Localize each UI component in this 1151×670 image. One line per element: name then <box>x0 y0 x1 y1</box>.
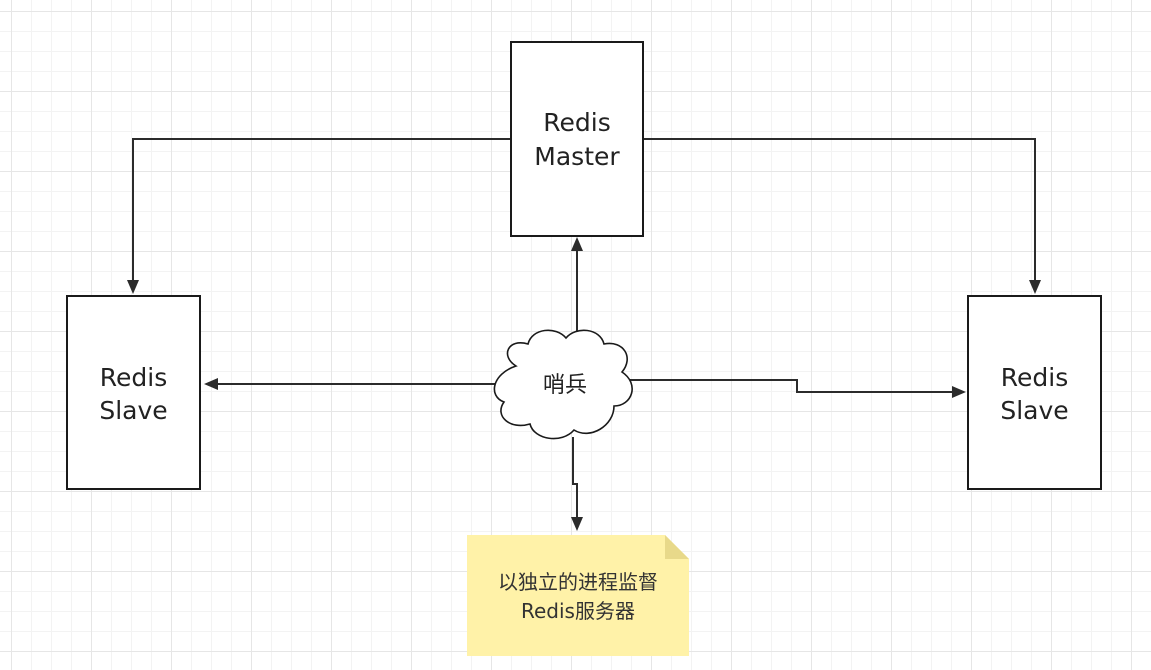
redis-slave-left-label-line1: Redis <box>100 363 167 392</box>
arrowhead-right-slave-side <box>952 386 966 398</box>
edge-sentinel-to-note <box>572 437 578 517</box>
redis-slave-left-box <box>66 295 201 490</box>
sentinel-node[interactable]: 哨兵 <box>493 329 633 440</box>
redis-slave-right-node[interactable]: Redis Slave <box>967 295 1102 490</box>
arrowhead-master-bottom <box>571 237 583 251</box>
arrowhead-left-slave-top <box>127 280 139 294</box>
redis-slave-right-label-line1: Redis <box>1001 363 1068 392</box>
redis-slave-left-node[interactable]: Redis Slave <box>66 295 201 490</box>
arrowhead-left-slave-side <box>204 378 218 390</box>
redis-master-box <box>510 41 644 237</box>
note-fold-corner <box>665 535 689 559</box>
note-line2: Redis服务器 <box>521 599 635 623</box>
arrowhead-note <box>571 517 583 531</box>
sentinel-label: 哨兵 <box>543 373 587 398</box>
note-body <box>467 535 689 656</box>
arrowhead-right-slave-top <box>1029 280 1041 294</box>
redis-slave-right-label-line2: Slave <box>1000 396 1068 425</box>
note-line1: 以独立的进程监督 <box>498 570 658 594</box>
sentinel-cloud-shape <box>493 329 633 440</box>
note[interactable]: 以独立的进程监督 Redis服务器 <box>467 535 689 656</box>
edge-master-to-left-slave <box>132 138 511 280</box>
redis-slave-left-label-line2: Slave <box>99 396 167 425</box>
redis-slave-right-box <box>967 295 1102 490</box>
redis-master-label-line2: Master <box>534 142 620 171</box>
redis-master-node[interactable]: Redis Master <box>510 41 644 237</box>
edge-sentinel-to-right-slave <box>628 379 952 393</box>
edge-master-to-right-slave <box>643 138 1036 280</box>
redis-master-label-line1: Redis <box>543 108 610 137</box>
